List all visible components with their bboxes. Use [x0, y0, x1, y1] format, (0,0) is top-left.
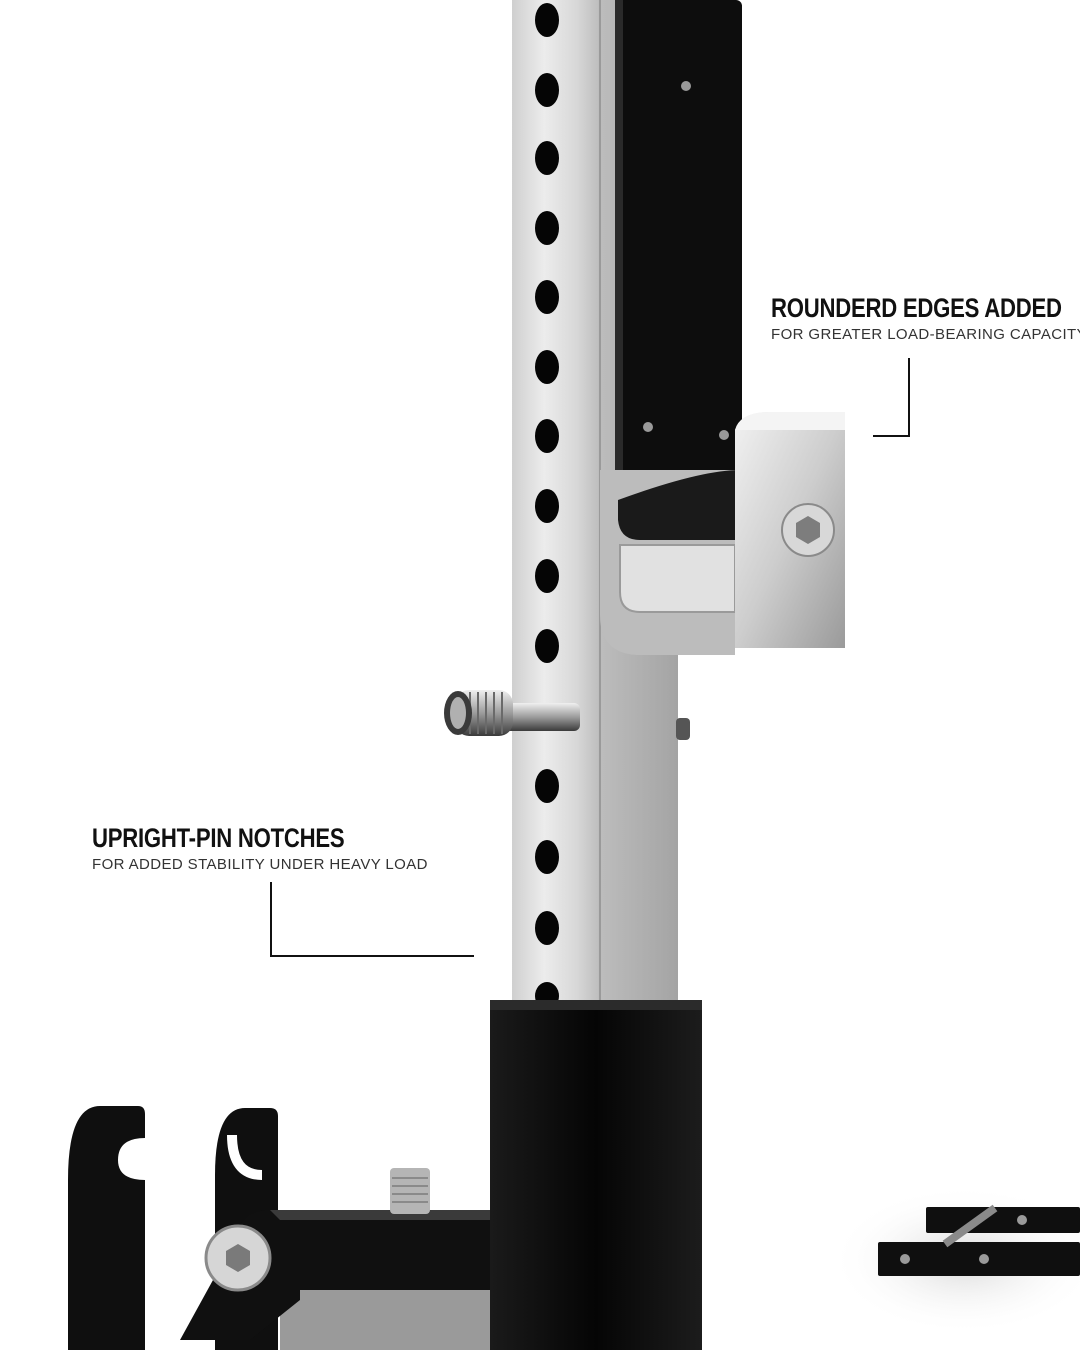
hex-bolt-icon [781, 503, 835, 557]
callout-title: ROUNDERD EDGES ADDED [771, 293, 1062, 323]
black-pad-plate [615, 0, 742, 472]
leader-line-left [270, 882, 474, 957]
callout-pin-notches: UPRIGHT-PIN NOTCHES FOR ADDED STABILITY … [92, 823, 428, 875]
base-plate-detail [830, 1185, 1080, 1335]
callout-rounded-edges: ROUNDERD EDGES ADDED FOR GREATER LOAD-BE… [771, 293, 1080, 345]
callout-title: UPRIGHT-PIN NOTCHES [92, 823, 345, 853]
callout-subtitle: FOR GREATER LOAD-BEARING CAPACITY [771, 326, 1080, 343]
lower-hooks [68, 1106, 490, 1350]
pin-icon [444, 690, 690, 740]
base-sleeve [490, 1000, 702, 1350]
j-hook [600, 412, 845, 655]
callout-subtitle: FOR ADDED STABILITY UNDER HEAVY LOAD [92, 856, 428, 873]
upright-holes [535, 3, 559, 1010]
leader-line-top [873, 358, 910, 437]
